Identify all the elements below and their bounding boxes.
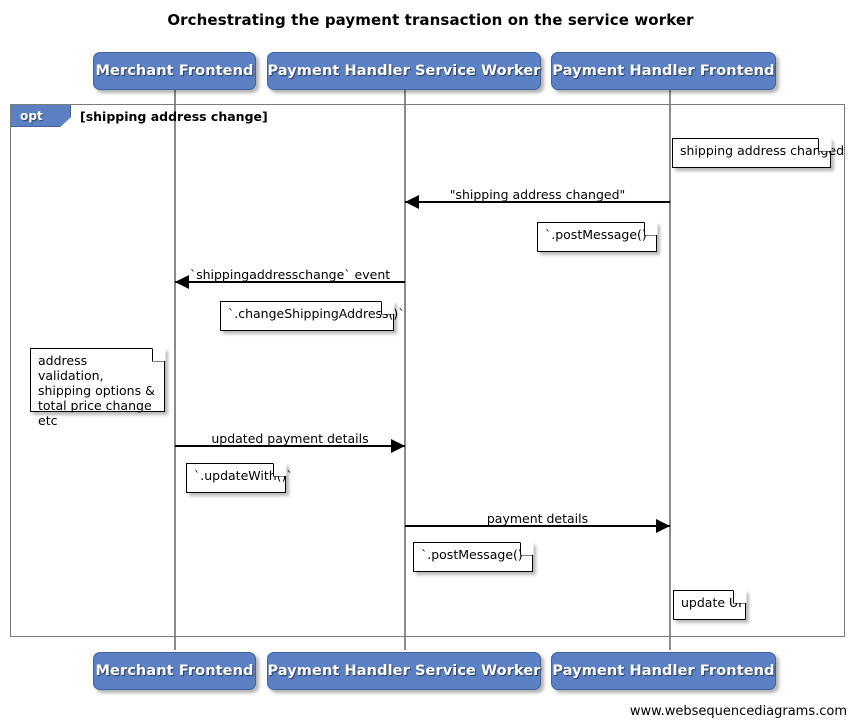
participant-payment-handler-service-worker-top[interactable]: Payment Handler Service Worker: [267, 52, 541, 90]
participant-label: Payment Handler Frontend: [552, 63, 775, 79]
participant-label: Merchant Frontend: [95, 63, 254, 79]
fragment-opt: [10, 104, 845, 637]
message-arrowhead-shippingaddresschange-event: [175, 275, 189, 289]
diagram-title: Orchestrating the payment transaction on…: [167, 11, 694, 29]
note-line: shipping address changed: [680, 143, 845, 158]
lifeline-payment-handler-service-worker: [404, 90, 406, 650]
participant-merchant-frontend-top[interactable]: Merchant Frontend: [93, 52, 256, 90]
participant-label: Payment Handler Service Worker: [267, 663, 541, 679]
note-line: total price change etc: [38, 398, 152, 428]
participant-merchant-frontend-bottom[interactable]: Merchant Frontend: [93, 652, 256, 690]
fragment-opt-tag: opt: [11, 105, 71, 127]
message-line-updated-payment-details: [175, 445, 405, 447]
note-post-message-2: `.postMessage()`: [413, 541, 534, 572]
note-line: shipping options &: [38, 383, 155, 398]
message-line-shipping-address-changed: [405, 201, 670, 203]
participant-label: Payment Handler Frontend: [552, 663, 775, 679]
fragment-tag-label: opt: [20, 108, 43, 123]
message-label-payment-details: payment details: [486, 511, 589, 526]
message-label-shippingaddresschange-event: `shippingaddresschange` event: [189, 267, 391, 282]
lifeline-payment-handler-frontend: [669, 90, 671, 650]
note-update-ui: update UI: [673, 589, 747, 620]
note-line: address validation,: [38, 353, 104, 383]
note-address-validation: address validation, shipping options & t…: [30, 347, 166, 428]
note-change-shipping-address: `.changeShippingAddress()`: [220, 300, 405, 331]
message-line-shippingaddresschange-event: [175, 281, 405, 283]
message-arrowhead-shipping-address-changed: [405, 195, 419, 209]
message-label-shipping-address-changed: "shipping address changed": [449, 187, 626, 202]
note-update-with: `.updateWith()`: [186, 462, 293, 493]
message-label-updated-payment-details: updated payment details: [211, 431, 369, 446]
participant-label: Payment Handler Service Worker: [267, 63, 541, 79]
note-line: `.postMessage()`: [545, 227, 654, 242]
participant-label: Merchant Frontend: [95, 663, 254, 679]
note-line: update UI: [681, 595, 742, 610]
note-line: `.changeShippingAddress()`: [228, 306, 405, 321]
note-shipping-address-changed: shipping address changed: [672, 137, 845, 168]
footer-watermark: www.websequencediagrams.com: [629, 704, 847, 719]
lifeline-merchant-frontend: [174, 90, 176, 650]
participant-payment-handler-frontend-top[interactable]: Payment Handler Frontend: [551, 52, 776, 90]
note-line: `.updateWith()`: [194, 468, 293, 483]
note-line: `.postMessage()`: [421, 547, 530, 562]
note-post-message-1: `.postMessage()`: [537, 221, 658, 252]
message-arrowhead-payment-details: [656, 519, 670, 533]
participant-payment-handler-service-worker-bottom[interactable]: Payment Handler Service Worker: [267, 652, 541, 690]
message-arrowhead-updated-payment-details: [391, 439, 405, 453]
fragment-opt-condition: [shipping address change]: [80, 109, 268, 124]
participant-payment-handler-frontend-bottom[interactable]: Payment Handler Frontend: [551, 652, 776, 690]
message-line-payment-details: [405, 525, 670, 527]
